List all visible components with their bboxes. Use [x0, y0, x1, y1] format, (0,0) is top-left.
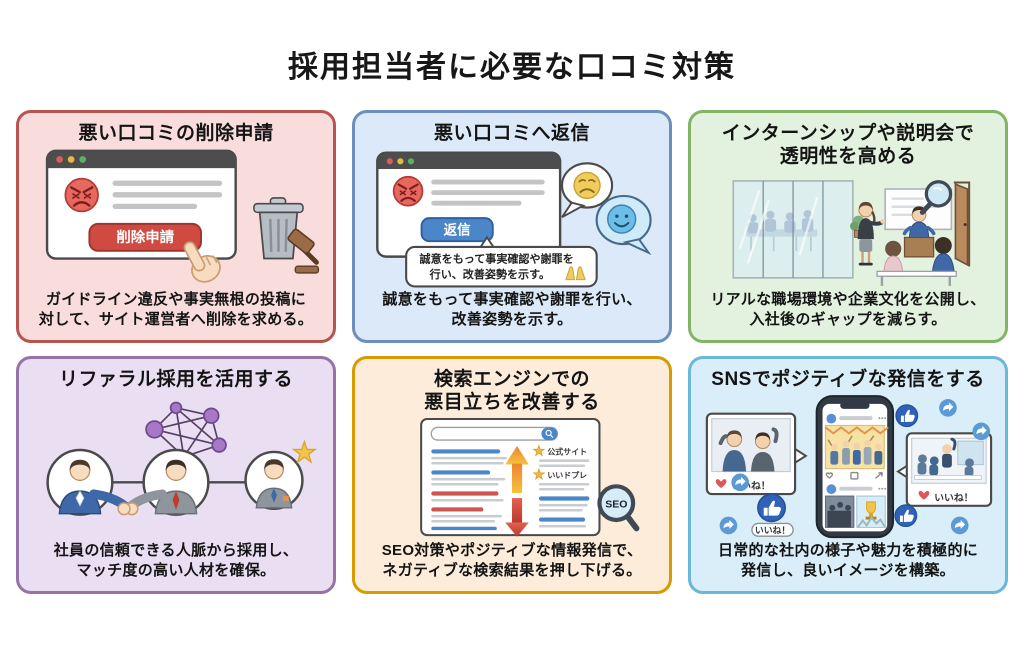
- seo-magnifier-icon: SEO: [597, 484, 640, 532]
- presenter-woman: [857, 202, 886, 266]
- handshake-icon: [89, 489, 167, 516]
- card-referral-hiring: リファラル採用を活用する: [16, 356, 336, 594]
- official-site-label: 公式サイト: [547, 447, 587, 457]
- share-arrow-icon: [939, 399, 957, 417]
- employee-circle: [46, 448, 114, 517]
- left-results: [431, 449, 507, 531]
- tooltip-line-1: 誠意をもって事実確認や謝罪を: [420, 252, 574, 266]
- card-title: SNSでポジティブな発信をする: [711, 369, 985, 390]
- card-illustration: 公式サイト いいドプレ: [365, 414, 659, 540]
- smartphone: [815, 395, 895, 539]
- thumbs-up-icon: [894, 504, 918, 528]
- card-illustration: [701, 168, 995, 289]
- card-description: SEO対策やポジティブな情報発信で、 ネガティブな検索結果を押し下げる。: [381, 541, 643, 579]
- feed-post-2: [824, 484, 887, 529]
- right-results: 公式サイト いいドプレ: [532, 444, 590, 528]
- delete-request-button-label: 削除申請: [116, 228, 174, 246]
- card-description: 社員の信頼できる人脈から採用し、 マッチ度の高い人材を確保。: [53, 541, 299, 579]
- card-illustration: 削除申請: [29, 145, 323, 289]
- reply-button-label: 返信: [444, 222, 471, 238]
- waving-people: [718, 427, 779, 472]
- like-label: いいね！: [755, 525, 790, 535]
- cards-grid: 悪い口コミの削除申請: [16, 110, 1008, 594]
- share-arrow-icon: [719, 516, 738, 535]
- reply-tooltip: 誠意をもって事実確認や謝罪を 行い、改善姿勢を示す。: [405, 235, 598, 288]
- like-heart-icon: [715, 479, 727, 489]
- card-description: ガイドライン違反や事実無根の投稿に 対して、サイト運営者へ削除を求める。: [38, 290, 314, 328]
- open-door-icon: [953, 181, 971, 267]
- share-arrow-icon: [972, 422, 991, 441]
- search-bar: [430, 427, 559, 442]
- star-icon: [532, 468, 546, 481]
- referrer-circle: [142, 448, 210, 517]
- card-illustration: 返信 誠意をもって事実確認や謝罪を 行い、改善姿勢を示す。: [365, 145, 659, 289]
- action-icons: [825, 472, 883, 480]
- glass-wall: [732, 180, 854, 279]
- card-title: 悪い口コミの削除申請: [78, 123, 274, 144]
- card-title: 検索エンジンでの 悪目立ちを改善する: [424, 369, 600, 414]
- card-description: 誠意をもって事実確認や謝罪を行い、 改善姿勢を示す。: [382, 290, 642, 328]
- left-photo-post: いいね！: [705, 412, 808, 496]
- sad-face-bubble-icon: [560, 162, 614, 219]
- office-meeting-photo: [914, 437, 984, 480]
- delete-request-button: 削除申請: [88, 223, 202, 252]
- star-icon: [532, 444, 546, 457]
- share-arrow-icon: [950, 516, 969, 535]
- right-photo-post: いいね！: [896, 432, 993, 508]
- card-sns-positive: SNSでポジティブな発信をする: [688, 356, 1008, 594]
- thumbs-up-icon: いいね！: [751, 493, 794, 538]
- card-seo-improvement: 検索エンジンでの 悪目立ちを改善する: [352, 356, 672, 594]
- card-title: リファラル採用を活用する: [58, 369, 293, 390]
- magnifier-icon: [919, 180, 953, 216]
- tooltip-line-2: 行い、改善姿勢を示す。: [429, 267, 550, 281]
- candidate-circle: [244, 450, 304, 511]
- angry-face-icon: [64, 177, 99, 213]
- search-icon: [545, 430, 554, 439]
- pray-hands-icon: [565, 266, 586, 281]
- like-label: いいね！: [934, 492, 973, 504]
- like-heart-icon: [918, 491, 930, 501]
- gavel-icon: [287, 228, 320, 274]
- positive-result-label: いいドプレ: [547, 470, 587, 480]
- seo-label: SEO: [605, 499, 627, 511]
- card-illustration: いいね！: [701, 391, 995, 540]
- down-arrow-icon: [505, 498, 529, 538]
- star-icon: [291, 439, 318, 464]
- review-text-lines: [112, 180, 223, 210]
- card-title: インターンシップや説明会で 透明性を高める: [721, 123, 975, 168]
- card-delete-request: 悪い口コミの削除申請: [16, 110, 336, 343]
- up-arrow-icon: [505, 446, 529, 494]
- card-reply-review: 悪い口コミへ返信: [352, 110, 672, 343]
- card-description: 日常的な社内の様子や魅力を積極的に 発信し、良いイメージを構築。: [717, 541, 979, 579]
- search-results-page: 公式サイト いいドプレ: [420, 418, 601, 538]
- thumbs-up-icon: [895, 404, 919, 428]
- feed-post-1: [824, 413, 889, 480]
- smile-face-bubble-icon: [595, 195, 652, 256]
- share-arrow-icon: [731, 473, 750, 492]
- trash-icon: [253, 197, 304, 260]
- audience: [876, 237, 957, 287]
- pointer-hand-icon: [183, 241, 221, 283]
- review-text-lines: [431, 179, 545, 206]
- card-internship-transparency: インターンシップや説明会で 透明性を高める: [688, 110, 1008, 343]
- reply-button: 返信: [420, 217, 494, 243]
- angry-face-icon: [392, 176, 424, 207]
- card-description: リアルな職場環境や企業文化を公開し、 入社後のギャップを減らす。: [710, 290, 986, 328]
- card-title: 悪い口コミへ返信: [433, 123, 590, 144]
- card-illustration: [29, 391, 323, 540]
- celebrating-people: [827, 435, 883, 465]
- page-title: 採用担当者に必要な口コミ対策: [288, 51, 736, 84]
